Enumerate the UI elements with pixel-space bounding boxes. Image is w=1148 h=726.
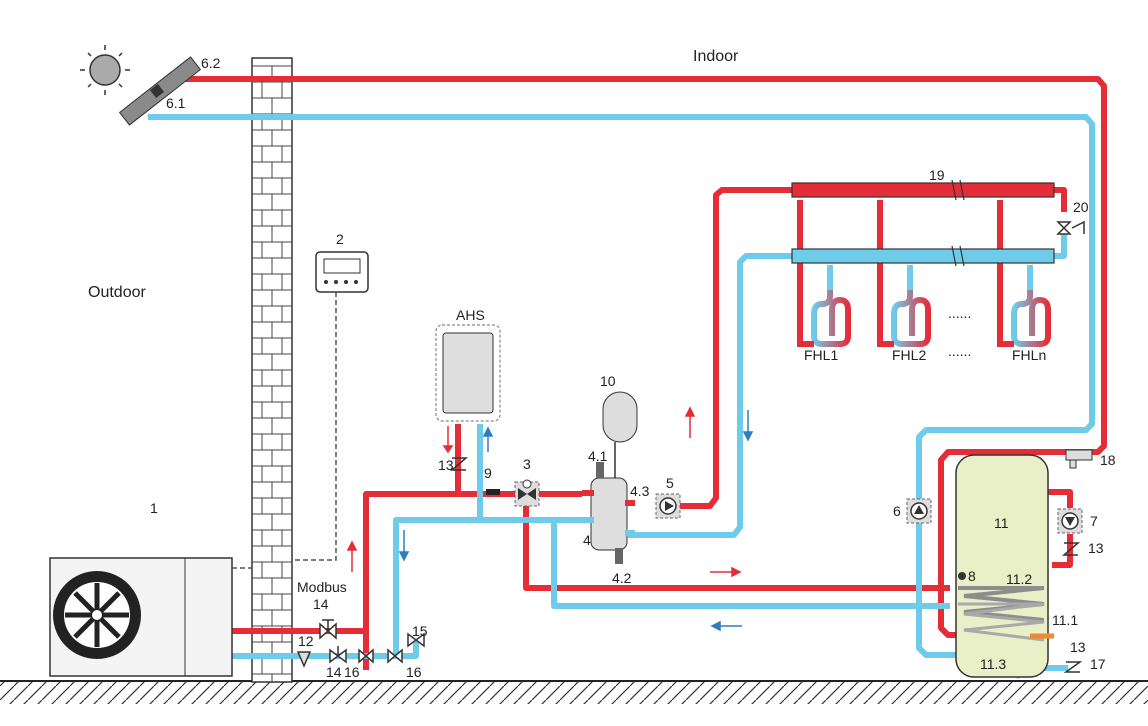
label-11-2: 11.2 — [1006, 571, 1032, 587]
pump-6 — [906, 498, 932, 524]
label-14-bottom: 14 — [326, 664, 342, 680]
brick-wall — [251, 57, 293, 683]
supply-pipes — [185, 76, 1107, 670]
label-4: 4 — [583, 532, 591, 548]
three-way-valve-3 — [514, 479, 540, 507]
label-13-b: 13 — [1088, 540, 1104, 556]
label-12: 12 — [298, 633, 314, 649]
manifold-return-stubs — [827, 265, 1033, 290]
label-6: 6 — [893, 503, 901, 519]
label-6-1: 6.1 — [166, 95, 186, 111]
label-17: 17 — [1090, 656, 1106, 672]
label-indoor: Indoor — [693, 48, 739, 65]
ground — [0, 680, 1148, 704]
ellipsis-top: ...... — [948, 305, 971, 321]
flow-arrows — [346, 406, 754, 632]
label-ahs: AHS — [456, 307, 485, 323]
label-5: 5 — [666, 475, 674, 491]
buffer-tank — [582, 391, 638, 564]
dhw-tank — [955, 454, 1054, 678]
label-fhl2: FHL2 — [892, 347, 926, 363]
pump-5 — [655, 493, 681, 519]
label-fhl1: FHL1 — [804, 347, 838, 363]
valves — [296, 220, 1085, 673]
controller-2 — [232, 251, 369, 569]
solar-panel — [118, 56, 202, 126]
label-14-top: 14 — [313, 596, 329, 612]
label-modbus: Modbus — [297, 579, 347, 595]
label-1: 1 — [150, 500, 158, 516]
return-pipes — [148, 114, 1095, 679]
label-16-a: 16 — [344, 664, 360, 680]
outdoor-unit — [49, 557, 233, 677]
label-11: 11 — [994, 515, 1009, 531]
label-13-a: 13 — [438, 457, 454, 473]
label-7: 7 — [1090, 513, 1098, 529]
label-fhln: FHLn — [1012, 347, 1046, 363]
label-13-c: 13 — [1070, 639, 1086, 655]
ahs-unit — [435, 324, 501, 422]
sun-icon — [80, 45, 130, 95]
floor-loops — [797, 290, 1051, 347]
label-2: 2 — [336, 231, 344, 247]
manifold-19 — [791, 179, 1055, 267]
label-4-2: 4.2 — [612, 570, 632, 586]
label-9: 9 — [484, 465, 492, 481]
label-19: 19 — [929, 167, 945, 183]
pump-7 — [1057, 508, 1083, 534]
label-11-1: 11.1 — [1052, 612, 1078, 628]
label-6-2: 6.2 — [201, 55, 221, 71]
label-15: 15 — [412, 623, 428, 639]
hot-tap-icon — [1065, 449, 1093, 469]
label-10: 10 — [600, 373, 616, 389]
ellipsis-bottom: ...... — [948, 343, 971, 359]
label-outdoor: Outdoor — [88, 284, 146, 301]
sensor-9 — [486, 489, 500, 495]
label-4-3: 4.3 — [630, 483, 650, 499]
label-20: 20 — [1073, 199, 1089, 215]
label-11-3: 11.3 — [980, 656, 1006, 672]
label-18: 18 — [1100, 452, 1116, 468]
label-16-b: 16 — [406, 664, 422, 680]
label-8: 8 — [968, 568, 976, 584]
label-4-1: 4.1 — [588, 448, 608, 464]
label-3: 3 — [523, 456, 531, 472]
